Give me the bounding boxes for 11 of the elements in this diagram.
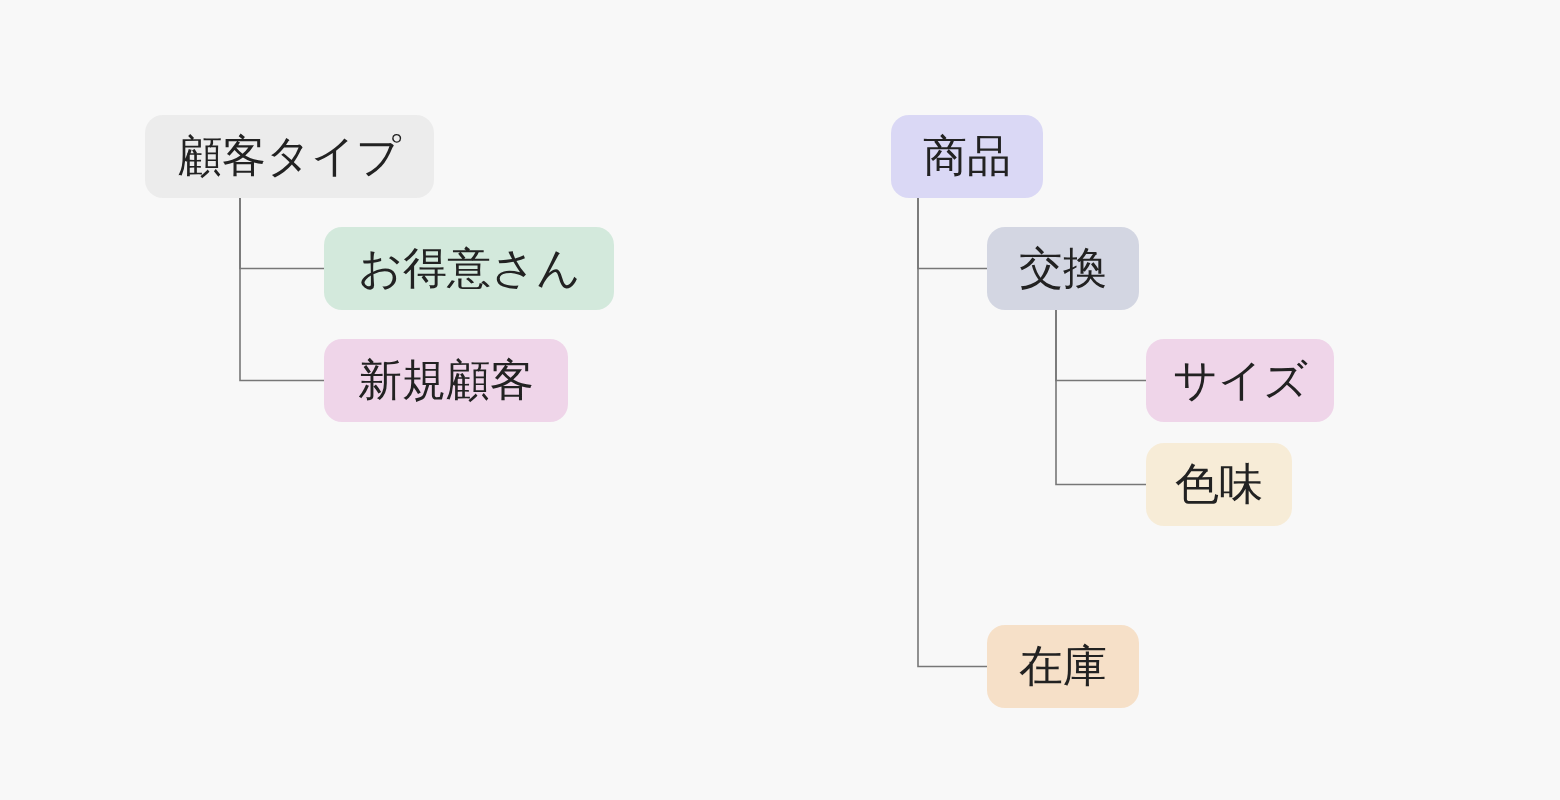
category-box: 新規顧客 xyxy=(324,339,568,422)
connector-line xyxy=(239,197,325,382)
category-box: お得意さん xyxy=(324,227,614,310)
category-box: 商品 xyxy=(891,115,1043,198)
category-box: サイズ xyxy=(1146,339,1334,422)
category-box: 色味 xyxy=(1146,443,1292,526)
connector-line xyxy=(1055,309,1147,486)
connector-line xyxy=(917,197,988,668)
category-box: 在庫 xyxy=(987,625,1139,708)
category-box: 交換 xyxy=(987,227,1139,310)
category-box: 顧客タイプ xyxy=(145,115,434,198)
